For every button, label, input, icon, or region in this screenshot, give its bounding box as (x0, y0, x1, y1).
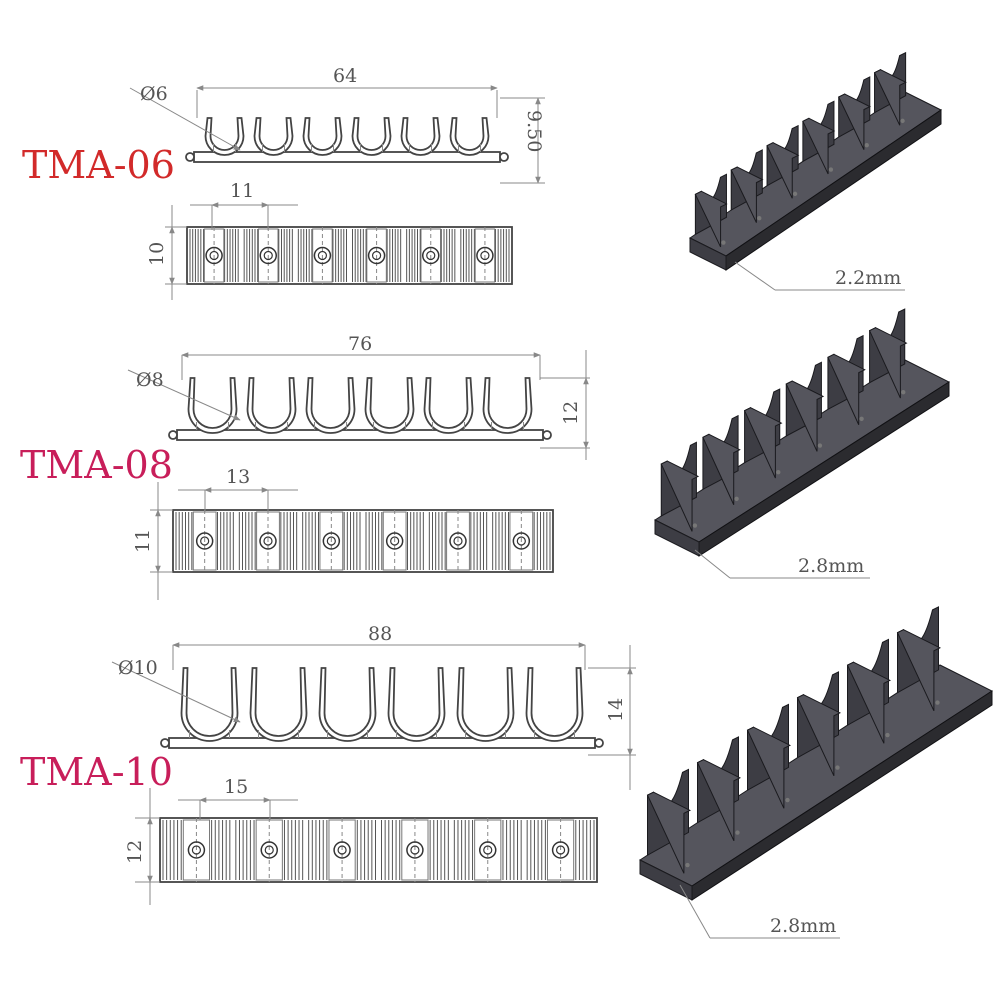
dim-diameter: Ø6 (140, 83, 168, 105)
model-label-tma-08: TMA-08 (20, 443, 173, 487)
iso-clip (785, 361, 825, 452)
iso-clip (730, 149, 764, 223)
iso-clip (873, 51, 907, 126)
iso-clip (646, 768, 692, 874)
dim-height: 12 (560, 401, 582, 425)
front-view-tma-08: 76 Ø8 12 (127, 333, 590, 460)
iso-clip (846, 638, 892, 744)
clip-profile (180, 667, 239, 742)
iso-view-tma-08: 2.8mm (653, 308, 951, 579)
top-view-tma-06: 11 10 (146, 180, 513, 300)
iso-clip (896, 606, 942, 712)
model-tma-08: TMA-08 76 Ø8 12 13 1 (20, 308, 951, 600)
iso-clip (766, 124, 800, 199)
clip-profile (318, 667, 377, 742)
dim-height: 9.50 (523, 110, 545, 152)
dim-diameter: Ø8 (136, 369, 164, 391)
top-view-tma-08: 13 11 (132, 466, 554, 600)
dim-pitch: 13 (226, 466, 250, 488)
front-view-tma-10: 88 Ø10 14 (111, 623, 636, 790)
front-view-tma-06: 64 Ø6 9.50 (129, 65, 545, 184)
iso-clip (702, 414, 741, 505)
dim-length: 64 (333, 65, 357, 87)
iso-clip (802, 100, 836, 175)
model-label-tma-06: TMA-06 (22, 143, 175, 187)
dim-thickness: 2.8mm (798, 555, 864, 577)
dim-thickness: 2.2mm (835, 267, 901, 289)
clip-profile (305, 377, 356, 434)
iso-clip (827, 334, 866, 425)
iso-clip (746, 703, 792, 809)
clip-profile (387, 667, 446, 742)
clip-profile (204, 117, 245, 156)
clip-profile (400, 117, 441, 156)
dim-length: 76 (348, 333, 372, 355)
clip-profile (364, 377, 415, 434)
dim-thickness: 2.8mm (770, 915, 836, 937)
dim-width: 11 (132, 529, 154, 553)
model-tma-10: TMA-10 88 Ø10 14 15 (20, 606, 994, 939)
dim-height: 14 (605, 698, 627, 722)
top-view-tma-10: 15 12 (124, 776, 598, 905)
dim-width: 10 (146, 242, 168, 266)
clip-profile (302, 117, 343, 156)
iso-clip (696, 736, 742, 842)
iso-clip (694, 173, 728, 248)
dim-pitch: 11 (230, 180, 254, 202)
clip-profile (249, 667, 308, 742)
iso-clip (743, 388, 783, 479)
clip-profile (246, 377, 297, 434)
clip-profile (482, 377, 533, 434)
clip-profile (423, 377, 474, 434)
dim-diameter: Ø10 (118, 657, 158, 679)
dim-pitch: 15 (224, 776, 248, 798)
clip-profile (456, 667, 515, 742)
model-label-tma-10: TMA-10 (20, 750, 173, 794)
model-tma-06: TMA-06 64 Ø6 9.50 11 10 (22, 51, 942, 300)
clip-profile (525, 667, 584, 742)
iso-view-tma-06: 2.2mm (689, 51, 942, 291)
clip-profile (351, 117, 392, 156)
dim-width: 12 (124, 840, 146, 864)
clip-profiles (185, 117, 509, 163)
iso-clip (838, 76, 872, 150)
iso-clip (796, 671, 842, 777)
clip-profile (449, 117, 490, 156)
clip-profile (187, 377, 238, 434)
iso-view-tma-10: 2.8mm (638, 606, 994, 939)
clip-profile (253, 117, 294, 156)
iso-clip (868, 308, 908, 399)
dim-length: 88 (368, 623, 392, 645)
iso-clip (660, 441, 700, 532)
